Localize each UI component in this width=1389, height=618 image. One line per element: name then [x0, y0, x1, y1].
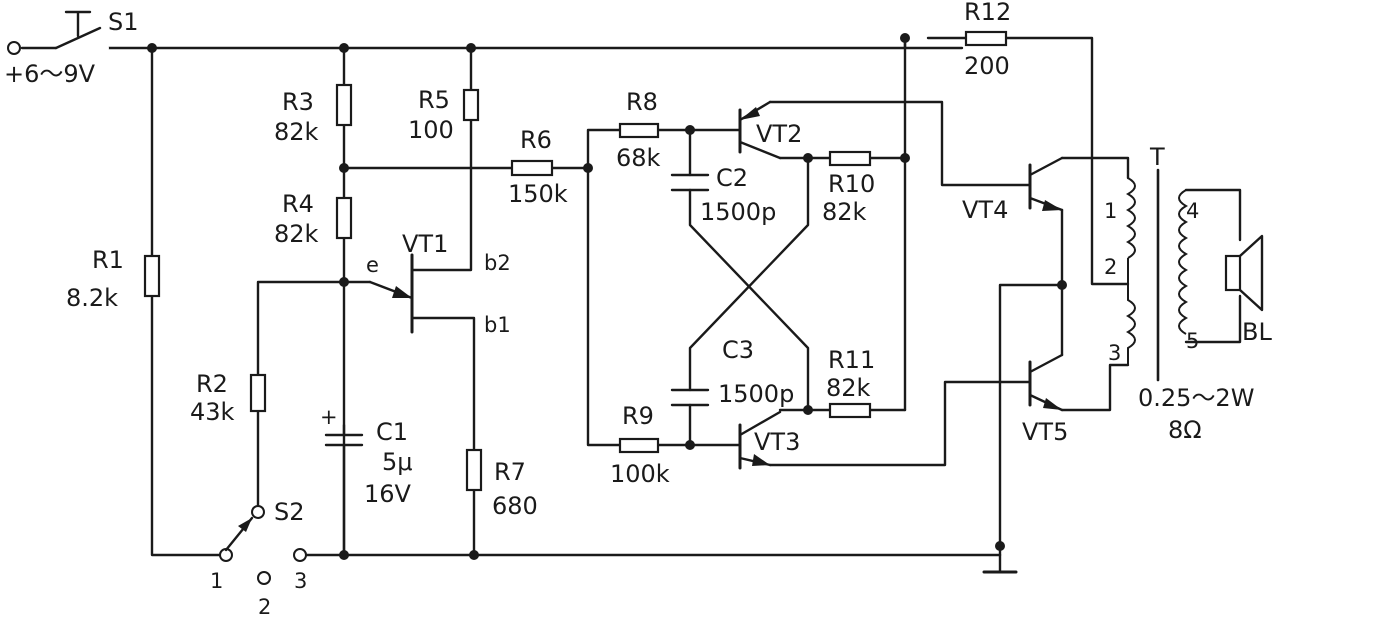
svg-text:82k: 82k: [274, 220, 319, 248]
svg-text:b2: b2: [484, 251, 511, 275]
svg-text:4: 4: [1186, 199, 1199, 223]
svg-text:16V: 16V: [364, 480, 412, 508]
svg-text:T: T: [1149, 143, 1165, 171]
top-rail: [106, 36, 1130, 286]
svg-text:43k: 43k: [190, 398, 235, 426]
svg-text:e: e: [366, 253, 379, 277]
svg-text:R11: R11: [828, 346, 875, 374]
resistor-r6: R6 150k: [508, 126, 568, 208]
svg-text:R9: R9: [622, 402, 654, 430]
svg-text:VT2: VT2: [756, 120, 802, 148]
resistor-r8: R8 68k: [616, 88, 661, 172]
svg-text:5: 5: [1186, 329, 1199, 353]
resistor-r7: R7 680: [465, 448, 538, 520]
svg-text:3: 3: [294, 569, 307, 593]
svg-text:82k: 82k: [826, 374, 871, 402]
junction-dots: [147, 33, 1067, 560]
svg-text:R10: R10: [828, 170, 875, 198]
transistor-vt4: VT4: [962, 156, 1064, 224]
capacitor-c3: C3 1500p: [670, 336, 794, 408]
s1-label: S1: [108, 8, 139, 36]
wires: [20, 36, 1242, 574]
speaker-bl: BL 0.25～2W 8Ω: [1138, 234, 1272, 444]
svg-text:R4: R4: [282, 190, 314, 218]
svg-text:2: 2: [1104, 255, 1117, 279]
svg-text:1500p: 1500p: [718, 380, 794, 408]
svg-text:150k: 150k: [508, 180, 568, 208]
svg-text:R6: R6: [520, 126, 552, 154]
svg-text:R1: R1: [92, 246, 124, 274]
svg-text:8.2k: 8.2k: [66, 284, 118, 312]
transistor-vt2: VT2: [738, 100, 802, 160]
svg-text:68k: 68k: [616, 144, 661, 172]
svg-text:100k: 100k: [610, 460, 670, 488]
svg-text:200: 200: [964, 52, 1010, 80]
svg-text:VT4: VT4: [962, 196, 1008, 224]
resistor-r1: R1 8.2k: [66, 246, 161, 312]
transistor-vt1: VT1 e b2 b1: [366, 230, 511, 337]
transistor-vt3: VT3: [738, 410, 800, 470]
svg-text:100: 100: [408, 116, 454, 144]
svg-text:1: 1: [1104, 199, 1117, 223]
svg-text:82k: 82k: [822, 198, 867, 226]
transistor-vt5: VT5: [1022, 353, 1068, 446]
svg-text:S2: S2: [274, 498, 305, 526]
svg-text:BL: BL: [1242, 318, 1272, 346]
svg-text:VT1: VT1: [402, 230, 448, 258]
svg-text:1: 1: [210, 569, 223, 593]
resistor-r2: R2 43k: [190, 370, 267, 426]
resistor-r4: R4 82k: [274, 190, 353, 248]
svg-text:R2: R2: [196, 370, 228, 398]
switch-s1: S1 +6～9V: [4, 8, 139, 88]
supply-label: +6～9V: [4, 60, 96, 88]
svg-text:b1: b1: [484, 313, 511, 337]
svg-text:R5: R5: [418, 86, 450, 114]
svg-text:VT3: VT3: [754, 428, 800, 456]
resistor-r3: R3 82k: [274, 83, 353, 146]
svg-text:3: 3: [1108, 341, 1121, 365]
svg-text:C2: C2: [716, 164, 748, 192]
svg-text:R8: R8: [626, 88, 658, 116]
svg-text:R7: R7: [494, 458, 526, 486]
svg-text:VT5: VT5: [1022, 418, 1068, 446]
resistor-r5: R5 100: [408, 86, 480, 144]
svg-text:R3: R3: [282, 88, 314, 116]
svg-text:+: +: [320, 405, 338, 429]
svg-text:0.25～2W: 0.25～2W: [1138, 384, 1254, 412]
transformer-t: T 1 2 3 4 5: [1104, 143, 1199, 382]
resistor-r11: R11 82k: [826, 346, 875, 419]
svg-text:1500p: 1500p: [700, 198, 776, 226]
svg-text:R12: R12: [964, 0, 1011, 26]
svg-text:C3: C3: [722, 336, 754, 364]
resistor-r10: R10 82k: [822, 150, 875, 226]
capacitor-c1: + C1 5μ 16V: [320, 405, 413, 508]
svg-text:C1: C1: [376, 418, 408, 446]
resistor-r9: R9 100k: [610, 402, 670, 488]
svg-text:82k: 82k: [274, 118, 319, 146]
svg-text:8Ω: 8Ω: [1168, 416, 1202, 444]
capacitor-c2: C2 1500p: [670, 164, 776, 226]
svg-text:2: 2: [258, 595, 271, 618]
svg-text:680: 680: [492, 492, 538, 520]
svg-text:5μ: 5μ: [382, 448, 413, 476]
resistor-r12: R12 200: [964, 0, 1011, 80]
switch-s2: S2 1 2 3: [210, 498, 307, 618]
